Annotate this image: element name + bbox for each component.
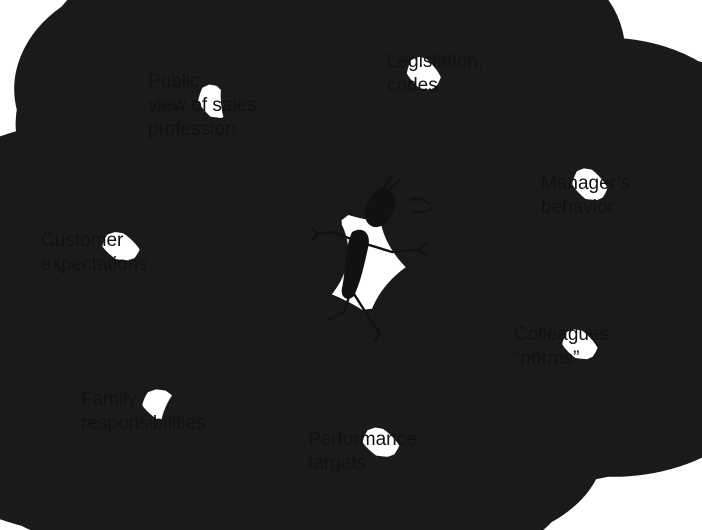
- figure-head: [364, 188, 396, 228]
- label-performance: Performance targets: [308, 429, 417, 474]
- figure-hair: [380, 174, 402, 194]
- label-legislation: Legislation, codes: [387, 51, 484, 96]
- figure-body: [341, 229, 369, 299]
- label-public-view: Public view of sales profession: [148, 71, 257, 140]
- figure-face-mark: [408, 197, 434, 214]
- stick-figure: [310, 174, 434, 344]
- label-manager: Manager’s behavior: [541, 173, 631, 218]
- figure-right-arm: [364, 242, 430, 258]
- figure-legs: [326, 292, 382, 344]
- figure-left-arm: [310, 226, 356, 242]
- label-family: Family responsibilities: [81, 389, 206, 434]
- label-colleagues: Colleagues’ “norms”: [514, 324, 614, 369]
- label-customer: Customer expectations: [41, 230, 148, 275]
